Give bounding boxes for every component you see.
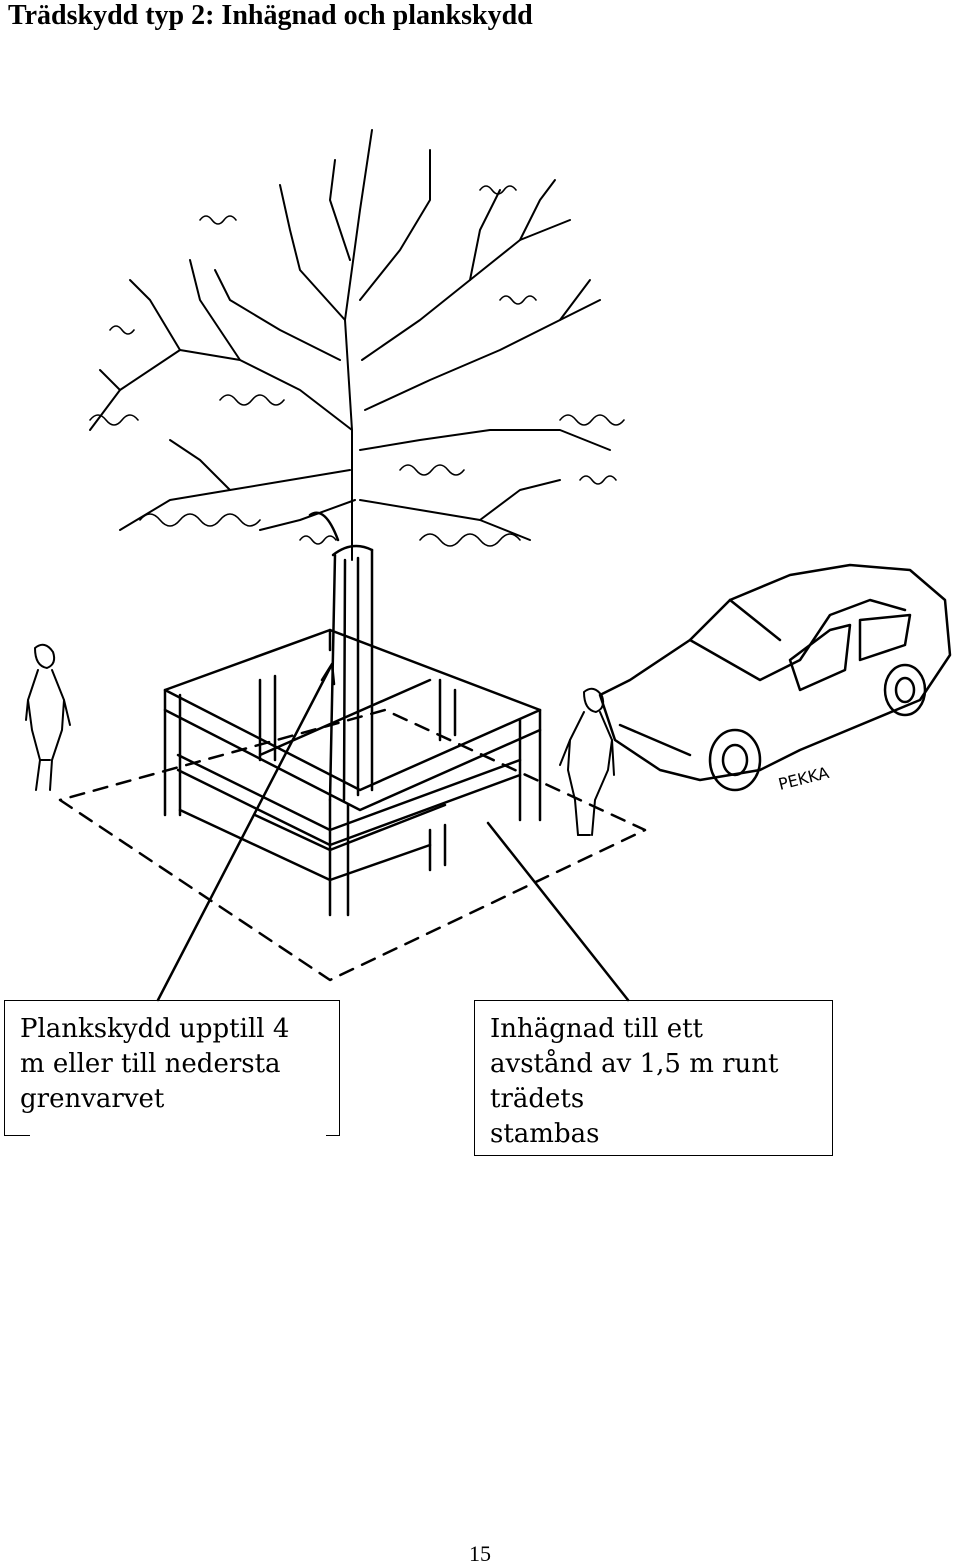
car	[598, 563, 952, 792]
artist-signature: PEKKA	[776, 763, 831, 794]
page-number: 15	[469, 1541, 491, 1566]
enclosure-text: Inhägnad till ett avstånd av 1,5 m runt …	[490, 1014, 779, 1149]
callout-corner-right	[326, 1135, 340, 1136]
callout-corner-left	[4, 1135, 30, 1136]
tree-foliage	[89, 185, 625, 547]
page-title: Trädskydd typ 2: Inhägnad och plankskydd	[8, 0, 533, 31]
plank-frame	[163, 628, 542, 917]
plank-guard-text: Plankskydd upptill 4 m eller till neders…	[20, 1014, 290, 1114]
person-left	[25, 643, 71, 791]
person-right	[559, 687, 615, 836]
plank-guard-callout: Plankskydd upptill 4 m eller till neders…	[4, 1000, 340, 1136]
enclosure-callout: Inhägnad till ett avstånd av 1,5 m runt …	[474, 1000, 833, 1156]
enclosure-boundary	[58, 708, 647, 982]
plank-wrapped-trunk	[308, 511, 374, 802]
tree-canopy	[89, 129, 611, 561]
pointer-lines	[156, 662, 630, 1002]
